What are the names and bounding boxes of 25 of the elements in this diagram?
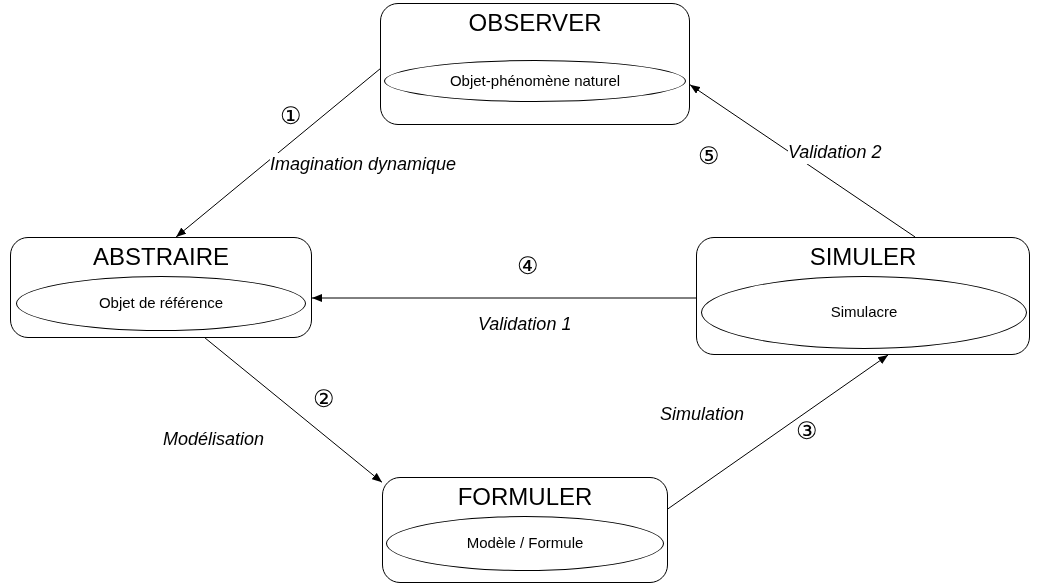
ellipse <box>384 60 686 102</box>
ellipse <box>386 516 664 571</box>
arrow <box>667 354 889 510</box>
box-heading: SIMULER <box>809 245 917 269</box>
arrow <box>689 84 916 238</box>
rounded-box <box>380 3 690 125</box>
ellipse-label: Modèle / Formule <box>465 534 585 553</box>
ellipse-label: Simulacre <box>829 303 899 322</box>
box-heading: OBSERVER <box>468 11 602 35</box>
rounded-box <box>696 237 1030 355</box>
ellipse-label: Objet de référence <box>97 294 225 313</box>
arrow <box>175 68 381 238</box>
callout-number: ② <box>313 387 335 411</box>
edge-label: Imagination dynamique <box>270 153 457 176</box>
callout-number: ④ <box>517 254 539 278</box>
arrow <box>204 337 383 483</box>
callout-number: ③ <box>796 419 818 443</box>
rounded-box <box>382 477 668 583</box>
ellipse-label: Objet-phénomène naturel <box>448 71 622 91</box>
box-heading: ABSTRAIRE <box>93 245 229 269</box>
box-heading: FORMULER <box>457 485 593 509</box>
callout-number: ⑤ <box>698 144 720 168</box>
callout-number: ① <box>280 104 302 128</box>
arrow <box>311 294 697 302</box>
rounded-box <box>10 237 312 338</box>
